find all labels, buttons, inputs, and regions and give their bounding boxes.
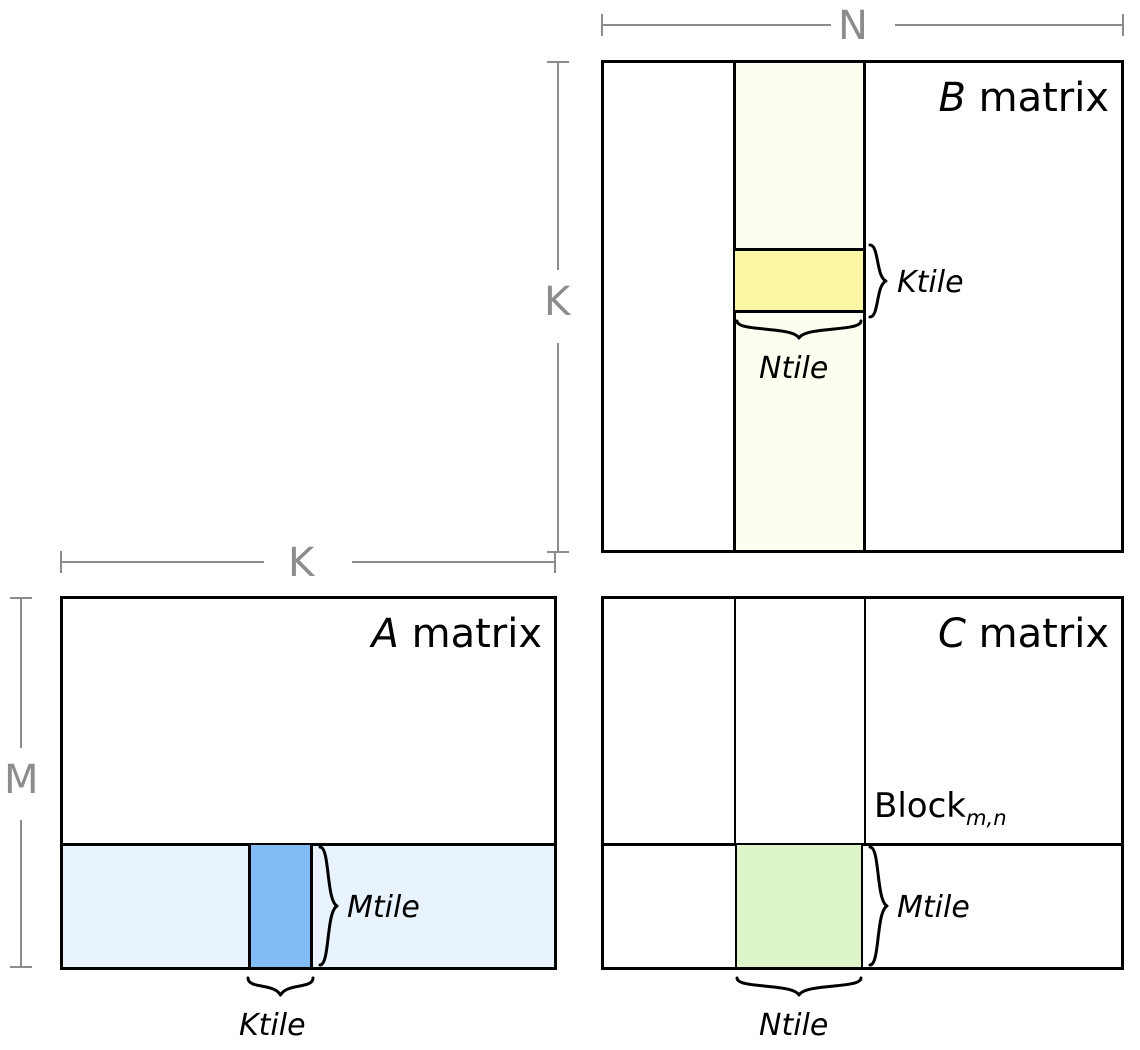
b-matrix-ktile-brace xyxy=(868,243,888,319)
c-matrix-ntile-brace xyxy=(735,976,863,997)
k-vertical-label: K xyxy=(544,279,571,325)
m-dimension-line-top xyxy=(20,597,22,748)
a-matrix-mtile-brace xyxy=(318,845,339,967)
m-dimension-label: M xyxy=(4,757,39,803)
n-dimension-label: N xyxy=(838,3,868,49)
b-matrix-column-divider-left xyxy=(733,63,736,550)
c-matrix-mtile-ntile-tile xyxy=(735,845,863,967)
b-matrix-box: B matrix xyxy=(601,60,1124,553)
c-matrix-title: C matrix xyxy=(938,611,1109,657)
c-matrix-row-divider xyxy=(604,843,1121,846)
k-vertical-cap-bottom xyxy=(547,551,569,553)
b-matrix-ktile-ntile-tile xyxy=(735,248,863,313)
c-matrix-column-divider-right xyxy=(864,599,866,843)
k-vertical-line-bottom xyxy=(557,343,559,552)
c-matrix-var: C xyxy=(937,611,966,657)
a-matrix-row-divider xyxy=(63,843,554,846)
block-subscript: m,n xyxy=(965,804,1007,830)
c-matrix-ntile-label: Ntile xyxy=(759,1008,829,1043)
k-horizontal-label: K xyxy=(288,540,315,586)
k-horizontal-line-left xyxy=(60,561,264,563)
k-horizontal-cap-right xyxy=(554,551,556,573)
b-matrix-var: B xyxy=(938,75,966,121)
n-dimension-cap-right xyxy=(1122,14,1124,36)
a-matrix-title: A matrix xyxy=(372,611,542,657)
c-matrix-word: matrix xyxy=(978,611,1109,657)
b-matrix-ntile-brace xyxy=(735,319,863,340)
c-matrix-column-divider-left xyxy=(734,599,736,843)
b-matrix-word: matrix xyxy=(978,75,1109,121)
b-matrix-ktile-label: Ktile xyxy=(897,265,964,300)
c-matrix-box: C matrix Blockm,n xyxy=(601,596,1124,970)
c-matrix-mtile-label: Mtile xyxy=(897,890,970,925)
m-dimension-line-bottom xyxy=(20,820,22,968)
k-vertical-line-top xyxy=(557,61,559,270)
c-matrix-block-label: Blockm,n xyxy=(874,786,1007,830)
m-dimension-cap-bottom xyxy=(10,966,32,968)
block-name: Block xyxy=(874,786,966,826)
b-matrix-column-divider-right xyxy=(863,63,866,550)
a-matrix-ktile-brace xyxy=(246,976,315,997)
n-dimension-line-left xyxy=(601,24,831,26)
n-dimension-line-right xyxy=(895,24,1124,26)
k-horizontal-line-right xyxy=(352,561,556,563)
a-matrix-mtile-ktile-tile xyxy=(248,845,313,967)
a-matrix-word: matrix xyxy=(411,611,542,657)
b-matrix-ntile-label: Ntile xyxy=(759,351,829,386)
a-matrix-mtile-label: Mtile xyxy=(347,890,420,925)
c-matrix-mtile-brace xyxy=(868,845,889,967)
a-matrix-ktile-label: Ktile xyxy=(239,1008,306,1043)
b-matrix-title: B matrix xyxy=(938,75,1109,121)
a-matrix-box: A matrix xyxy=(60,596,557,970)
a-matrix-var: A xyxy=(371,611,399,657)
